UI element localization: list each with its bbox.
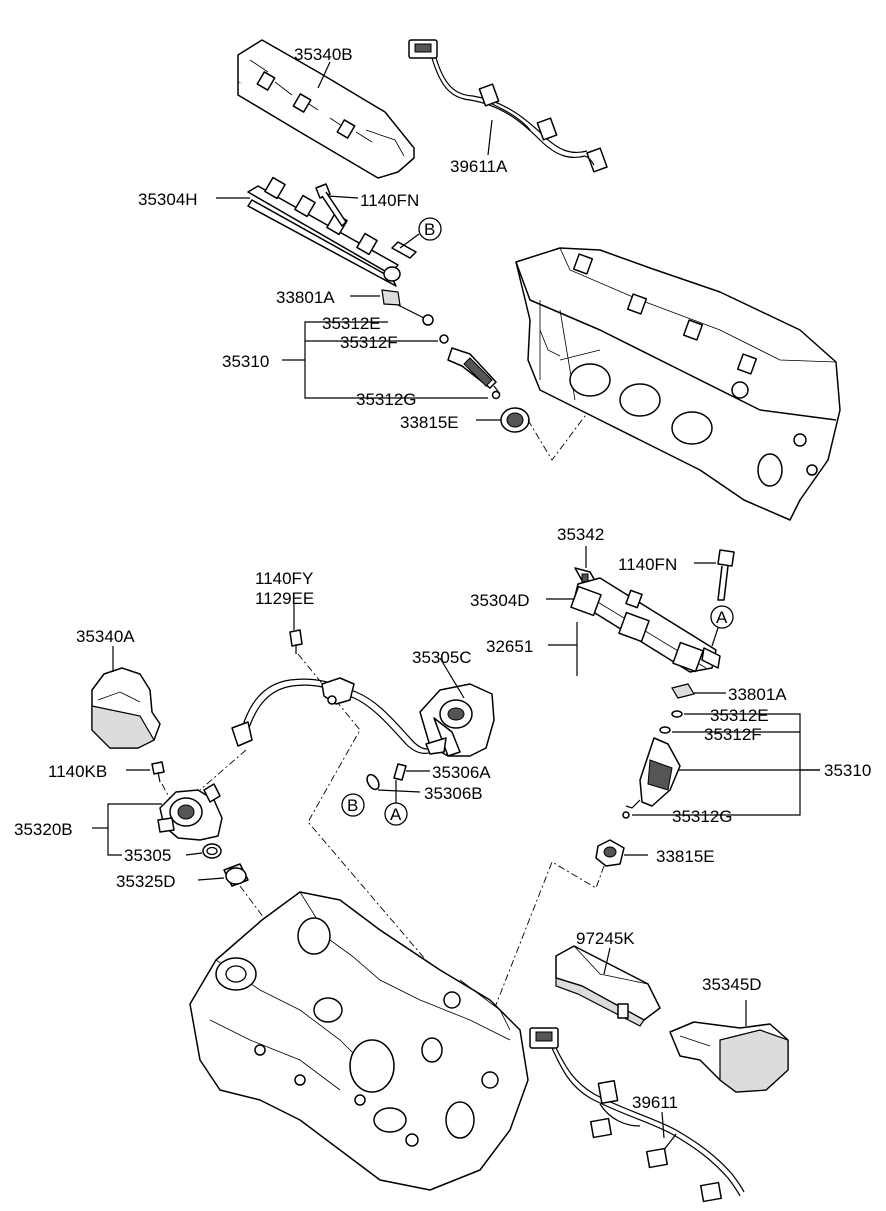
- label-35304d: 35304D: [470, 591, 530, 610]
- seal-35312f-top: [439, 334, 449, 344]
- label-35325d: 35325D: [116, 872, 176, 891]
- fuel-rail-35304d: [570, 577, 721, 673]
- pump-bracket-35305c: [419, 683, 495, 757]
- label-35340a: 35340A: [76, 627, 135, 646]
- engine-block-bottom: [189, 891, 529, 1191]
- label-33815e-top: 33815E: [400, 413, 459, 432]
- label-35340b: 35340B: [294, 45, 353, 64]
- label-1129ee: 1129EE: [255, 589, 314, 608]
- label-39611a: 39611A: [450, 157, 508, 176]
- label-b-top: B: [424, 220, 435, 239]
- engine-cover-35340b: [237, 39, 415, 179]
- label-39611: 39611: [632, 1093, 678, 1112]
- label-35305: 35305: [124, 846, 171, 865]
- label-33815e-mid: 33815E: [656, 847, 715, 866]
- label-97245k: 97245K: [576, 929, 635, 948]
- tappet-35325d: [223, 863, 249, 887]
- label-b-low: B: [347, 796, 358, 815]
- bolt-1140fn-mid: [717, 549, 735, 601]
- seal-35312g-mid: [622, 811, 630, 819]
- label-a-mid: A: [716, 608, 728, 627]
- fuel-pipe-35305c: [231, 677, 439, 754]
- label-1140fy: 1140FY: [255, 569, 313, 588]
- bolt-1140kb: [151, 761, 165, 783]
- o-ring-35306b: [366, 773, 380, 791]
- cylinder-head-top: [515, 247, 841, 521]
- label-35306b: 35306B: [424, 784, 483, 803]
- label-35305c: 35305C: [412, 648, 472, 667]
- bolt-1140fn-top: [315, 183, 347, 227]
- seal-35312g-top: [491, 390, 501, 400]
- label-1140kb: 1140KB: [48, 762, 107, 781]
- label-33801a-top: 33801A: [276, 288, 335, 307]
- label-32651: 32651: [486, 637, 533, 656]
- seal-35312e-top: [422, 314, 434, 326]
- injector-35310-mid: [625, 737, 681, 809]
- label-35310-mid: 35310: [824, 761, 871, 780]
- label-35312g-mid: 35312G: [672, 807, 733, 826]
- clip-33801a-top: [381, 289, 401, 306]
- label-35310-top: 35310: [222, 352, 269, 371]
- seal-35306a: [393, 763, 407, 781]
- cover-97245k: [555, 945, 661, 1027]
- wiring-harness-39611: [529, 1027, 745, 1203]
- o-ring-35305: [202, 843, 222, 859]
- label-35312f-top: 35312F: [340, 333, 398, 352]
- label-1140fn-top: 1140FN: [360, 191, 419, 210]
- label-1140fn-mid: 1140FN: [618, 555, 677, 574]
- injector-35310-top: [447, 347, 501, 395]
- label-35312f-mid: 35312F: [704, 725, 762, 744]
- cover-35345d: [669, 1021, 789, 1093]
- label-35342: 35342: [557, 525, 604, 544]
- label-35320b: 35320B: [14, 820, 73, 839]
- label-35345d: 35345D: [702, 975, 762, 994]
- label-35312e-mid: 35312E: [710, 706, 769, 725]
- label-35304h: 35304H: [138, 190, 198, 209]
- fuel-rail-35304h: [247, 176, 417, 287]
- labels: 35340B 39611A 35304H 1140FN B 33801A 353…: [14, 45, 871, 1112]
- seal-33815e-top: [500, 407, 530, 433]
- clip-33801a-mid: [671, 683, 695, 699]
- seal-35312e-mid: [671, 710, 683, 718]
- label-a-low: A: [390, 805, 402, 824]
- label-35312g-top: 35312G: [356, 390, 417, 409]
- bolt-1140fy: [289, 629, 303, 654]
- label-35306a: 35306A: [432, 763, 491, 782]
- wiring-harness-39611a: [408, 39, 608, 173]
- seal-33815e-mid: [595, 839, 625, 867]
- fuel-pump-35320b: [157, 783, 223, 841]
- seal-35312f-mid: [659, 726, 671, 734]
- pump-cover-35340a: [91, 667, 161, 749]
- label-35312e-top: 35312E: [322, 314, 381, 333]
- label-33801a-mid: 33801A: [728, 685, 787, 704]
